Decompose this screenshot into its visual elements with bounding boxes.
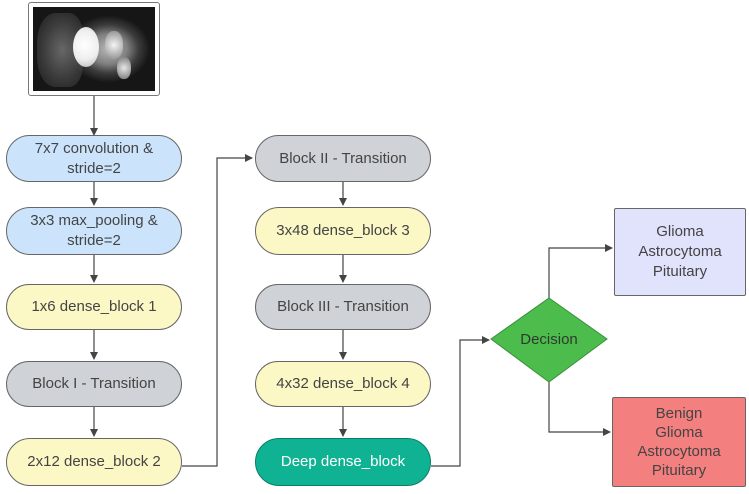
mri-tumor-region <box>73 27 99 67</box>
node-dense-block-2: 2x12 dense_block 2 <box>6 438 182 486</box>
node-transition-2: Block II - Transition <box>255 135 431 182</box>
decision-diamond <box>490 297 608 383</box>
node-dense-block-4: 4x32 dense_block 4 <box>255 361 431 407</box>
node-conv: 7x7 convolution & stride=2 <box>6 135 182 182</box>
arrow-decision-to-upper <box>548 244 613 298</box>
node-max-pool: 3x3 max_pooling & stride=2 <box>6 207 182 255</box>
node-transition-3: Block III - Transition <box>255 284 431 330</box>
node-transition-1: Block I - Transition <box>6 361 182 407</box>
mri-scan <box>33 7 155 91</box>
arrow-decision-to-lower <box>548 382 611 436</box>
node-deep-dense-block: Deep dense_block <box>255 438 431 486</box>
arrow-dense2-to-trans2 <box>182 154 253 467</box>
node-dense-block-3: 3x48 dense_block 3 <box>255 207 431 255</box>
node-dense-block-1: 1x6 dense_block 1 <box>6 284 182 330</box>
output-upper-classes: Glioma Astrocytoma Pituitary <box>614 208 746 296</box>
arrow-deep-to-decision <box>431 336 490 467</box>
mri-ventricle <box>105 31 123 59</box>
output-lower-classes: Benign Glioma Astrocytoma Pituitary <box>612 397 746 487</box>
mri-ventricle-lower <box>117 57 131 79</box>
decision-label: Decision <box>520 330 578 348</box>
mri-input-image <box>28 2 160 96</box>
